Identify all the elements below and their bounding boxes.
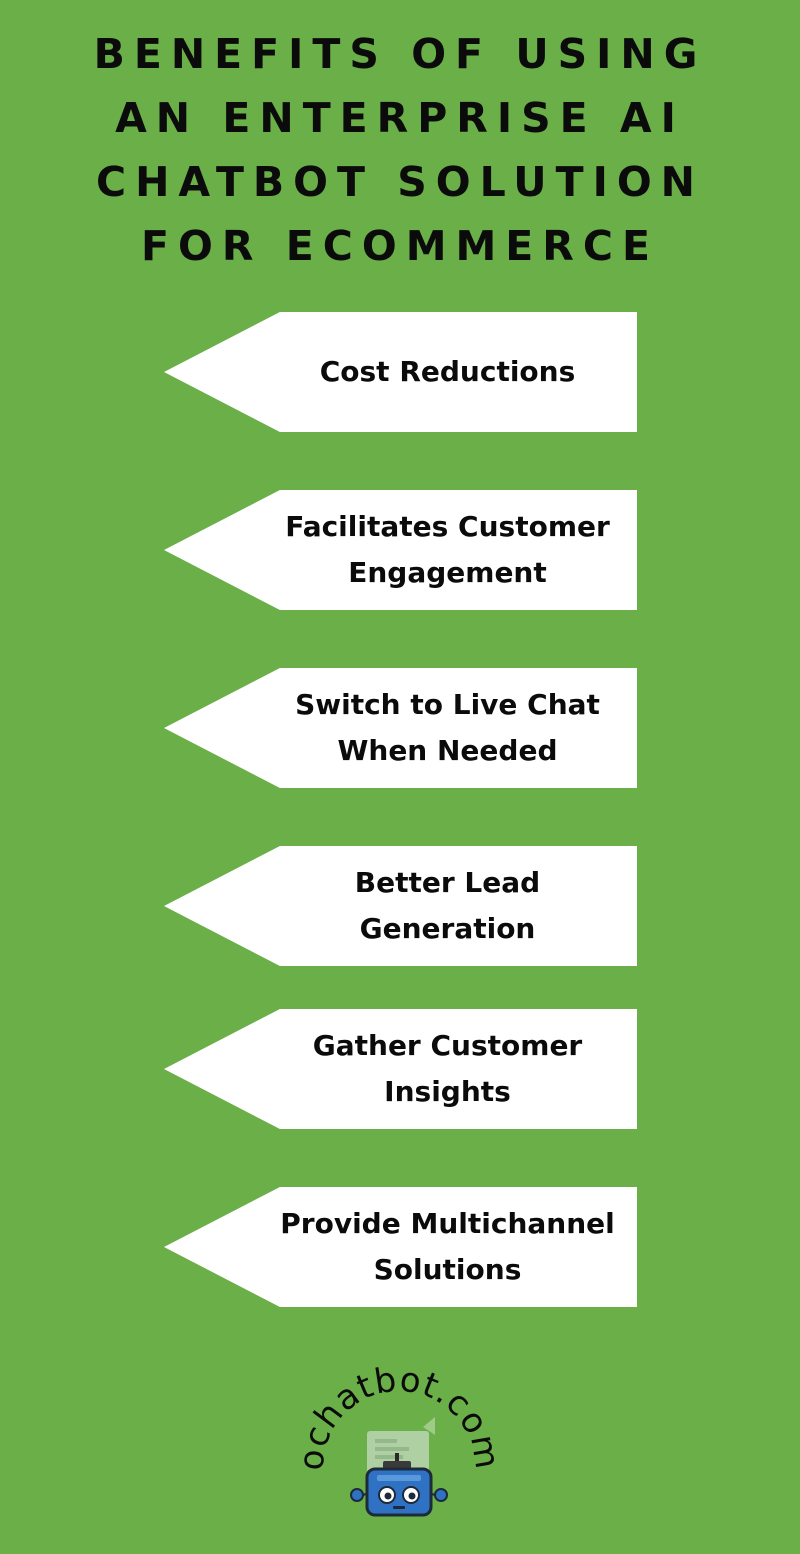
robot-icon xyxy=(350,1453,448,1517)
benefit-text-line: Cost Reductions xyxy=(319,355,576,388)
benefit-text-line: Engagement xyxy=(348,556,547,589)
benefit-text-line: Better Lead xyxy=(354,866,541,899)
benefit-text-line: Switch to Live Chat xyxy=(295,688,600,721)
benefit-label: Provide Multichannel Solutions xyxy=(266,1187,629,1307)
benefit-label: Gather Customer Insights xyxy=(266,1009,629,1129)
benefit-text-line: Solutions xyxy=(373,1253,522,1286)
ochatbot-logo: ochatbot.com xyxy=(291,1355,506,1535)
title-line: AN ENTERPRISE AI xyxy=(115,94,685,142)
title-line: CHATBOT SOLUTION xyxy=(96,158,704,206)
benefit-arrow-cost-reductions: Cost Reductions xyxy=(164,312,637,432)
benefit-label: Switch to Live Chat When Needed xyxy=(266,668,629,788)
page-title: BENEFITS OF USING AN ENTERPRISE AI CHATB… xyxy=(0,22,800,278)
benefit-arrow-live-chat: Switch to Live Chat When Needed xyxy=(164,668,637,788)
benefit-text-line: Gather Customer xyxy=(312,1029,583,1062)
benefit-text-line: Insights xyxy=(384,1075,511,1108)
benefit-label: Better Lead Generation xyxy=(266,846,629,966)
benefit-arrow-multichannel: Provide Multichannel Solutions xyxy=(164,1187,637,1307)
benefit-arrow-lead-generation: Better Lead Generation xyxy=(164,846,637,966)
logo-svg: ochatbot.com xyxy=(291,1360,506,1517)
benefit-text-line: Generation xyxy=(359,912,536,945)
title-line: BENEFITS OF USING xyxy=(93,30,707,78)
benefit-text-line: Provide Multichannel xyxy=(280,1207,615,1240)
benefit-label: Cost Reductions xyxy=(266,312,629,432)
benefit-text-line: Facilitates Customer xyxy=(285,510,610,543)
benefit-text-line: When Needed xyxy=(337,734,558,767)
chat-screen-icon xyxy=(367,1417,435,1473)
title-line: FOR ECOMMERCE xyxy=(141,222,659,270)
benefit-arrow-customer-engagement: Facilitates Customer Engagement xyxy=(164,490,637,610)
benefit-label: Facilitates Customer Engagement xyxy=(266,490,629,610)
benefit-arrow-customer-insights: Gather Customer Insights xyxy=(164,1009,637,1129)
